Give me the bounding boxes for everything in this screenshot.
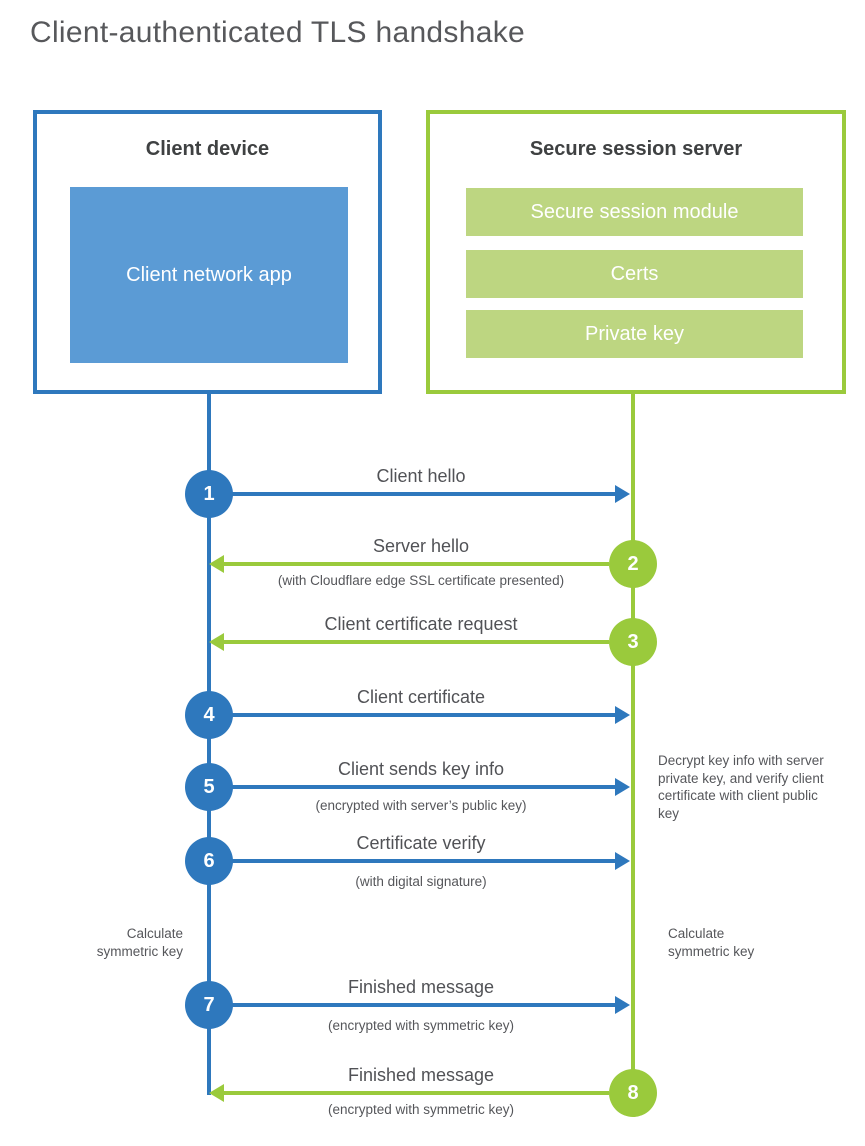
label-finished-message-client: Finished message	[347, 977, 495, 997]
step-2-badge: 2	[609, 540, 657, 588]
arrow-finished-message-client	[231, 996, 630, 1014]
secure-session-server-title: Secure session server	[529, 138, 743, 160]
step-7-badge: 7	[185, 981, 233, 1029]
label-client-sends-key-info: Client sends key info	[337, 759, 505, 779]
arrow-certificate-verify	[231, 852, 630, 870]
step-3-badge: 3	[609, 618, 657, 666]
arrow-server-hello	[209, 555, 609, 573]
step-6-badge: 6	[185, 837, 233, 885]
step-8-badge: 8	[609, 1069, 657, 1117]
step-1-number: 1	[203, 482, 215, 505]
client-calculate-symmetric-key-note: Calculate symmetric key	[96, 926, 183, 959]
step-2-number: 2	[627, 552, 639, 575]
arrow-client-certificate	[231, 706, 630, 724]
step-3-number: 3	[627, 630, 639, 653]
step-1-badge: 1	[185, 470, 233, 518]
label-client-certificate-request: Client certificate request	[324, 614, 518, 634]
client-device-title: Client device	[145, 138, 270, 160]
sublabel-finished-message-client: (encrypted with symmetric key)	[327, 1018, 515, 1033]
step-6-number: 6	[203, 849, 215, 872]
step-4-number: 4	[203, 703, 215, 726]
step-5-number: 5	[203, 775, 215, 798]
module-secure-session: Secure session module	[466, 188, 803, 236]
step-8-number: 8	[627, 1081, 639, 1104]
sublabel-finished-message-server: (encrypted with symmetric key)	[327, 1102, 515, 1117]
step-5-badge: 5	[185, 763, 233, 811]
sublabel-certificate-verify: (with digital signature)	[355, 874, 487, 889]
page-title: Client-authenticated TLS handshake	[30, 16, 525, 49]
label-certificate-verify: Certificate verify	[356, 833, 486, 853]
arrow-client-sends-key-info	[231, 778, 630, 796]
client-lifeline	[207, 394, 211, 1095]
label-finished-message-server: Finished message	[347, 1065, 495, 1085]
arrow-client-hello	[231, 485, 630, 503]
client-network-app-label: Client network app	[126, 263, 292, 286]
sublabel-client-sends-key-info: (encrypted with server’s public key)	[315, 798, 527, 813]
client-network-app-block: Client network app	[70, 187, 348, 363]
server-lifeline	[631, 394, 635, 1093]
client-device-box: Client device Client network app	[33, 110, 382, 394]
arrow-finished-message-server	[209, 1084, 609, 1102]
label-client-hello: Client hello	[376, 466, 466, 486]
label-server-hello: Server hello	[372, 536, 470, 556]
step-7-number: 7	[203, 993, 215, 1016]
secure-session-server-box: Secure session server Secure session mod…	[426, 110, 846, 394]
module-certs: Certs	[466, 250, 803, 298]
arrow-client-certificate-request	[209, 633, 609, 651]
server-calculate-symmetric-key-note: Calculate symmetric key	[668, 926, 755, 959]
label-client-certificate: Client certificate	[356, 687, 486, 707]
step-4-badge: 4	[185, 691, 233, 739]
server-decrypt-note: Decrypt key info with server private key…	[658, 753, 824, 821]
sublabel-server-hello: (with Cloudflare edge SSL certificate pr…	[277, 573, 565, 588]
module-private-key: Private key	[466, 310, 803, 358]
